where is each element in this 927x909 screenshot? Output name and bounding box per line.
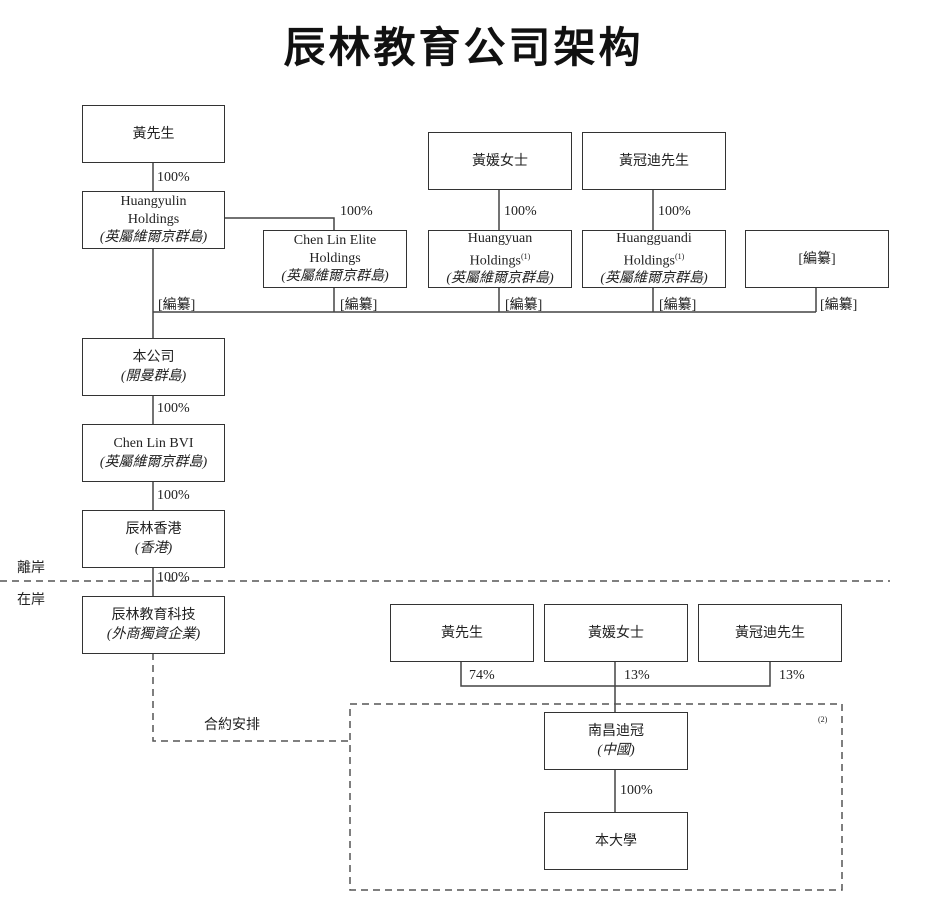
box-label-text: Holdings: [469, 253, 521, 269]
box-chenlin-hk: 辰林香港 (香港): [82, 510, 225, 568]
offshore-label: 離岸: [17, 561, 45, 576]
box-label-text: Holdings: [623, 253, 675, 269]
box-label: 本大學: [595, 833, 637, 849]
box-jurisdiction: (開曼群島): [120, 369, 187, 384]
footnote-ref: (1): [521, 251, 531, 261]
percent-label: 100%: [157, 170, 190, 185]
box-label: 本公司: [132, 350, 175, 365]
box-label: Holdings(1): [624, 248, 685, 271]
box-label: Holdings(1): [470, 248, 531, 271]
box-label: 黃先生: [132, 126, 175, 142]
box-label: [編纂]: [798, 251, 836, 267]
box-label: Huangyuan: [467, 230, 533, 246]
box-label: Huangyulin: [120, 194, 187, 209]
box-label: 南昌迪冠: [588, 724, 644, 739]
percent-label: 100%: [340, 204, 373, 219]
box-chenlin-bvi: Chen Lin BVI (英屬維爾京群島): [82, 424, 225, 482]
percent-label: 13%: [624, 668, 650, 683]
percent-label: 100%: [658, 204, 691, 219]
box-lower-ms-huangyuan: 黃媛女士: [544, 604, 688, 662]
percent-label: 100%: [504, 204, 537, 219]
box-label: Chen Lin Elite: [293, 233, 377, 248]
box-label: Chen Lin BVI: [113, 436, 194, 451]
box-huangyulin-holdings: Huangyulin Holdings (英屬維爾京群島): [82, 191, 225, 249]
box-label: 黃先生: [441, 625, 483, 641]
percent-label: 100%: [157, 570, 190, 585]
redacted-label: [編纂]: [158, 298, 196, 313]
box-mr-huangguandi: 黃冠迪先生: [582, 132, 726, 190]
contractual-arrangement-label: 合約安排: [204, 718, 260, 733]
redacted-label: [編纂]: [820, 298, 858, 313]
box-company: 本公司 (開曼群島): [82, 338, 225, 396]
box-mr-huang: 黃先生: [82, 105, 225, 163]
box-redacted: [編纂]: [745, 230, 889, 288]
box-jurisdiction: (香港): [134, 541, 173, 556]
footnote-ref: (1): [675, 251, 685, 261]
box-label: 辰林香港: [125, 522, 182, 537]
percent-label: 13%: [779, 668, 805, 683]
box-lower-mr-huang: 黃先生: [390, 604, 534, 662]
box-label: Holdings: [127, 212, 180, 227]
percent-label: 74%: [469, 668, 495, 683]
percent-label: 100%: [157, 401, 190, 416]
box-label: Holdings: [309, 251, 361, 266]
box-jurisdiction: (英屬維爾京群島): [99, 230, 208, 245]
page-title: 辰林教育公司架构: [283, 23, 644, 72]
box-chenlin-elite-holdings: Chen Lin Elite Holdings (英屬維爾京群島): [263, 230, 407, 288]
redacted-label: [編纂]: [505, 298, 543, 313]
box-label: 黃冠迪先生: [619, 153, 689, 169]
box-label: 黃媛女士: [588, 625, 644, 641]
box-label: 辰林教育科技: [111, 608, 196, 623]
box-university: 本大學: [544, 812, 688, 870]
box-huangguandi-holdings: Huangguandi Holdings(1) (英屬維爾京群島): [582, 230, 726, 288]
box-label: Huangguandi: [616, 230, 692, 246]
box-jurisdiction: (英屬維爾京群島): [446, 271, 554, 287]
redacted-label: [編纂]: [340, 298, 378, 313]
box-label: 黃媛女士: [472, 153, 528, 169]
box-jurisdiction: (中國): [597, 743, 635, 758]
percent-label: 100%: [157, 488, 190, 503]
redacted-label: [編纂]: [659, 298, 697, 313]
box-jurisdiction: (英屬維爾京群島): [99, 455, 208, 470]
box-jurisdiction: (英屬維爾京群島): [281, 269, 389, 284]
box-label: 黃冠迪先生: [735, 625, 805, 641]
box-huangyuan-holdings: Huangyuan Holdings(1) (英屬維爾京群島): [428, 230, 572, 288]
box-lower-mr-huangguandi: 黃冠迪先生: [698, 604, 842, 662]
line-huangyulin-elite: [224, 217, 335, 230]
box-jurisdiction: (英屬維爾京群島): [600, 271, 708, 287]
vie-footnote-ref: (2): [818, 715, 828, 724]
box-ms-huangyuan: 黃媛女士: [428, 132, 572, 190]
box-nanchang-diguan: 南昌迪冠 (中國): [544, 712, 688, 770]
onshore-label: 在岸: [17, 593, 45, 608]
vie-boundary: [349, 703, 843, 891]
box-chenlin-tech: 辰林教育科技 (外商獨資企業): [82, 596, 225, 654]
box-jurisdiction: (外商獨資企業): [106, 627, 201, 642]
percent-label: 100%: [620, 783, 653, 798]
contractual-arrangement-line: [152, 653, 350, 742]
